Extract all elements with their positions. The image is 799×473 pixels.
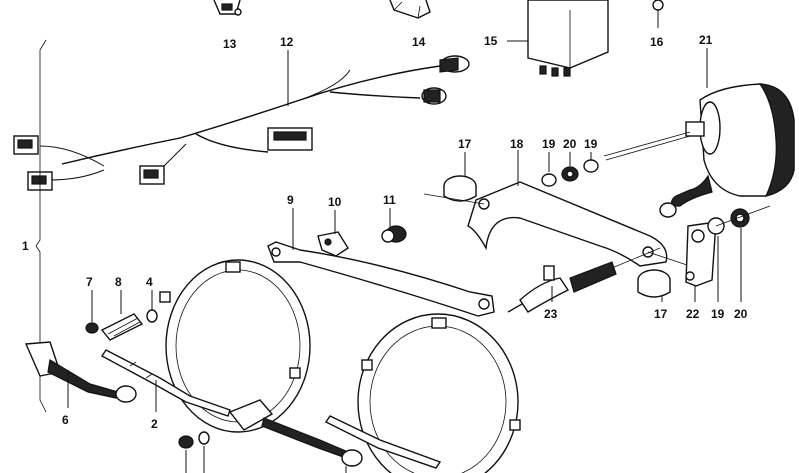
part-13-relay-clip: [213, 0, 242, 16]
lower-lever-assembly: [178, 399, 442, 473]
headlight-ring-left: [159, 259, 311, 433]
axis-line: [715, 205, 771, 227]
part-4-washer: [146, 290, 158, 323]
callout-19-upper-2: 19: [584, 137, 598, 151]
part-20-nut-lower: [730, 208, 750, 302]
callout-14: 14: [412, 35, 426, 49]
part-12-wiring-harness: [13, 50, 470, 191]
callout-2: 2: [151, 417, 158, 431]
part-7-nut: [85, 290, 99, 334]
headlight-ring-right: [357, 313, 521, 473]
part-19-washer-upper: [541, 152, 557, 187]
part-23-adjuster: [507, 247, 661, 313]
part-2-cable: [100, 349, 231, 417]
part-19-washer-upper-2: [583, 152, 599, 173]
callout-20-upper: 20: [563, 137, 577, 151]
callout-15: 15: [484, 34, 498, 48]
callout-21: 21: [699, 33, 713, 47]
callout-19-lower: 19: [711, 307, 725, 321]
part-18-bracket: [423, 150, 691, 267]
part-22-bracket-plate: [685, 221, 717, 302]
callout-4: 4: [146, 275, 153, 289]
callout-19-upper: 19: [542, 137, 556, 151]
callout-12: 12: [280, 35, 294, 49]
callout-10: 10: [328, 195, 342, 209]
part-10-clip: [317, 210, 349, 257]
part-15-relay: [507, 0, 609, 77]
part-11-grommet: [381, 208, 407, 243]
callout-8: 8: [115, 275, 122, 289]
part-9-link-rod: [267, 208, 495, 317]
callout-9: 9: [287, 193, 294, 207]
part-16-small-cap: [652, 0, 664, 28]
callout-11: 11: [383, 193, 396, 207]
callout-bracket-1: [35, 39, 47, 413]
callout-17-upper: 17: [458, 137, 472, 151]
callout-1: 1: [22, 239, 29, 253]
part-17-bushing-upper: [443, 152, 477, 202]
part-17-bushing-lower: [637, 269, 671, 302]
part-20-nut-upper: [561, 152, 579, 182]
callout-18: 18: [510, 137, 524, 151]
part-14-bracket: [389, 0, 431, 19]
callout-16: 16: [650, 35, 664, 49]
callout-13: 13: [223, 37, 237, 51]
callout-7: 7: [86, 275, 93, 289]
part-6-lever: [24, 341, 137, 408]
part-21-motor: [603, 48, 795, 218]
callout-17-lower: 17: [654, 307, 668, 321]
part-8-sleeve: [100, 290, 144, 341]
callout-23: 23: [544, 307, 558, 321]
callout-20-lower: 20: [734, 307, 748, 321]
callout-6: 6: [62, 413, 69, 427]
callout-22: 22: [686, 307, 700, 321]
